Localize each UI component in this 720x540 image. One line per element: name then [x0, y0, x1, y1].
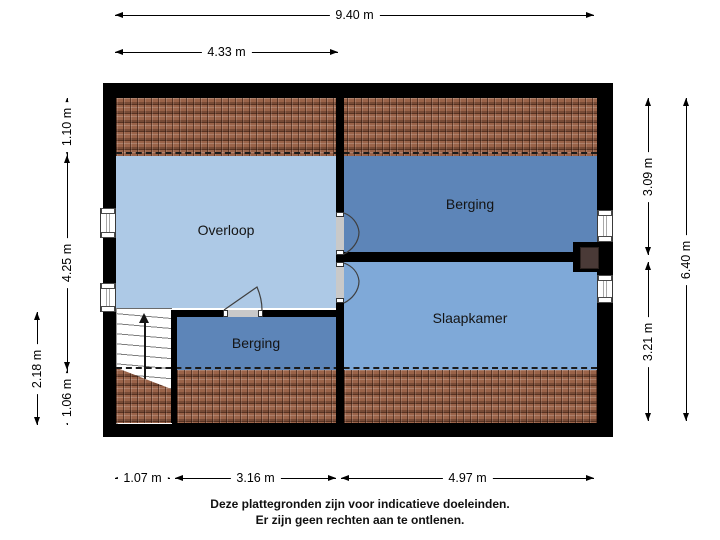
disclaimer-line-1: Deze plattegronden zijn voor indicatieve… — [210, 497, 510, 511]
dimension-label: 2.18 m — [29, 343, 45, 394]
door-swing-berging-top — [344, 212, 360, 255]
roof-band-bottom-left — [177, 370, 336, 423]
wall-stairs-right — [171, 310, 177, 423]
room-label-berging-top: Berging — [445, 196, 495, 212]
dimension-left-middle: 4.25 m — [59, 155, 75, 370]
dimension-bottom-right: 4.97 m — [341, 470, 594, 486]
dimension-top-total: 9.40 m — [115, 7, 594, 23]
stairs-up-arrow-line — [144, 321, 146, 403]
stairs-up-arrow-icon — [139, 313, 149, 323]
door-frame-berging-top — [336, 212, 344, 255]
door-swing-slaapkamer — [344, 262, 360, 304]
dimension-label: 6.40 m — [678, 234, 694, 285]
dimension-label: 1.06 m — [59, 372, 75, 423]
door-jamb — [336, 298, 344, 303]
room-berging-bottom — [177, 317, 336, 370]
disclaimer: Deze plattegronden zijn voor indicatieve… — [0, 496, 720, 528]
dimension-right-outer: 6.40 m — [678, 98, 694, 421]
dimension-left-lower: 1.06 m — [59, 370, 75, 425]
window-right-upper — [597, 210, 613, 242]
roof-dash-line-bottom — [116, 367, 597, 369]
roof-band-bottom-right — [344, 370, 597, 423]
dimension-left-upper: 1.10 m — [59, 98, 75, 155]
dimension-right-lower: 3.21 m — [640, 262, 656, 421]
dimension-label: 4.25 m — [59, 237, 75, 288]
door-jamb — [223, 310, 228, 317]
dimension-label: 3.21 m — [640, 316, 656, 367]
dimension-label: 4.33 m — [201, 44, 252, 60]
chimney — [573, 242, 613, 272]
dimension-right-upper: 3.09 m — [640, 98, 656, 255]
window-left-lower — [100, 283, 116, 312]
disclaimer-line-2: Er zijn geen rechten aan te ontlenen. — [255, 513, 465, 527]
room-overloop — [116, 156, 336, 308]
dimension-label: 1.07 m — [117, 470, 168, 486]
dimension-label: 3.16 m — [230, 470, 281, 486]
wall-center-divider — [336, 98, 344, 423]
door-frame-berging-bottom — [223, 310, 263, 317]
wall-berging-slaapkamer — [344, 252, 573, 262]
room-label-slaapkamer: Slaapkamer — [432, 310, 508, 326]
room-label-berging-bottom: Berging — [231, 335, 281, 351]
dimension-label: 4.97 m — [442, 470, 493, 486]
dimension-label: 1.10 m — [59, 101, 75, 152]
door-jamb — [336, 212, 344, 217]
dimension-label: 9.40 m — [329, 7, 380, 23]
door-swing-berging-bottom — [223, 286, 263, 311]
dimension-label: 3.09 m — [640, 151, 656, 202]
dimension-top-left: 4.33 m — [115, 44, 338, 60]
dimension-bottom-middle: 3.16 m — [175, 470, 336, 486]
door-jamb — [336, 262, 344, 267]
roof-dash-line-top — [116, 152, 597, 154]
window-left-upper — [100, 208, 116, 238]
dimension-left-outer: 2.18 m — [29, 312, 45, 425]
window-right-lower — [597, 275, 613, 303]
room-slaapkamer — [344, 262, 597, 370]
door-jamb — [258, 310, 263, 317]
room-berging-top — [344, 156, 597, 252]
room-label-overloop: Overloop — [197, 222, 255, 238]
roof-band-top — [116, 98, 597, 156]
door-jamb — [336, 250, 344, 255]
door-frame-slaapkamer — [336, 262, 344, 303]
chimney-flue — [580, 247, 599, 269]
dimension-bottom-left: 1.07 m — [115, 470, 170, 486]
